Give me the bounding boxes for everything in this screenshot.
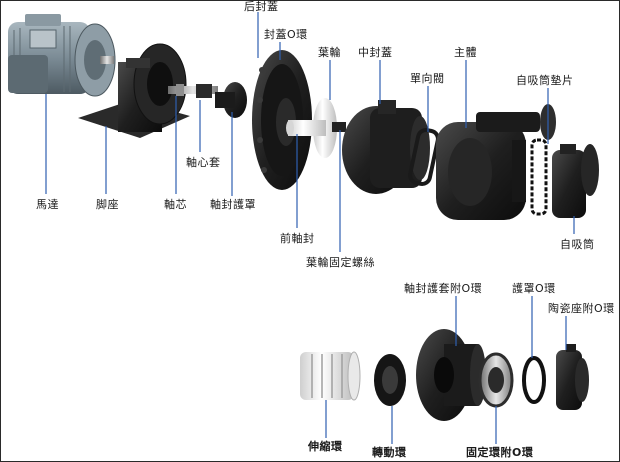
middle-cover-part <box>342 100 430 194</box>
label-impeller-screw: 葉輪固定螺絲 <box>306 256 375 269</box>
label-shaft: 軸芯 <box>164 198 187 211</box>
check-valve-part <box>408 127 440 187</box>
seal-sleeve-part <box>416 329 486 421</box>
label-ceramic-seat-oring: 陶瓷座附O環 <box>548 302 615 315</box>
label-seal-sleeve-oring: 軸封護套附O環 <box>404 282 483 295</box>
label-base: 脚座 <box>96 198 119 211</box>
impeller-part <box>286 98 337 158</box>
label-cover-oring: 封蓋O環 <box>264 28 308 41</box>
base-part <box>78 43 190 138</box>
label-guard-oring: 護罩O環 <box>512 282 556 295</box>
shaft-sleeve-part <box>196 84 212 98</box>
label-check-valve: 單向閥 <box>410 72 445 85</box>
priming-cylinder-part <box>552 144 599 218</box>
fixed-ring-part <box>478 352 514 408</box>
label-front-seal: 前軸封 <box>280 232 315 245</box>
drive-ring-part <box>374 354 406 406</box>
shaft-part <box>168 84 218 96</box>
bellows-part <box>300 351 361 401</box>
guard-oring-part <box>522 356 546 404</box>
label-main-body: 主體 <box>454 46 477 59</box>
impeller-screw-part <box>332 122 346 132</box>
label-motor: 馬達 <box>36 198 59 211</box>
label-priming-gasket: 自吸筒墊片 <box>516 74 574 87</box>
label-priming-cylinder: 自吸筒 <box>560 238 595 251</box>
label-seal-guard: 軸封護罩 <box>210 198 256 211</box>
label-middle-cover: 中封蓋 <box>358 46 393 59</box>
leader-lines <box>45 12 575 444</box>
label-shaft-sleeve: 軸心套 <box>186 156 221 169</box>
label-fixed-ring-oring: 固定環附O環 <box>466 446 534 459</box>
priming-gasket-part <box>530 138 548 216</box>
label-impeller: 葉輪 <box>318 46 341 59</box>
label-bellows: 伸縮環 <box>308 440 343 453</box>
label-drive-ring: 轉動環 <box>372 446 407 459</box>
motor-part <box>8 14 116 97</box>
main-body-part <box>436 104 556 220</box>
ceramic-seat-part <box>556 344 589 410</box>
seal-guard-part <box>215 82 247 118</box>
label-rear-cover: 后封蓋 <box>244 0 279 13</box>
